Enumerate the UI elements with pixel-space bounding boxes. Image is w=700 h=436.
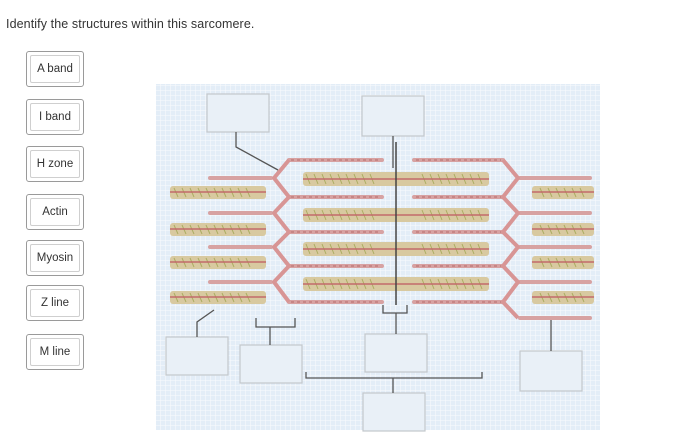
z-line-left — [272, 158, 291, 304]
drop-target-bottom-center[interactable] — [364, 333, 428, 373]
drop-target-bottom-left[interactable] — [165, 336, 229, 376]
leader-line — [305, 372, 483, 379]
label-chip-actin[interactable]: Actin — [26, 194, 84, 230]
drop-target-bottom-lowest[interactable] — [362, 392, 426, 432]
leader-line — [196, 309, 215, 337]
label-chip-m-line[interactable]: M line — [26, 334, 84, 370]
drop-target-top-center[interactable] — [361, 95, 425, 137]
question-prompt: Identify the structures within this sarc… — [6, 17, 255, 31]
label-chip-i-band[interactable]: I band — [26, 99, 84, 135]
z-lines — [272, 158, 520, 320]
label-chip-text: A band — [30, 55, 80, 83]
label-chip-text: I band — [30, 103, 80, 131]
drop-target-bottom-second[interactable] — [239, 344, 303, 384]
label-chip-text: Myosin — [30, 244, 80, 272]
drop-targets — [165, 93, 583, 432]
leader-lines — [196, 132, 552, 393]
label-chip-h-zone[interactable]: H zone — [26, 146, 84, 182]
leader-line — [255, 318, 296, 328]
label-chip-myosin[interactable]: Myosin — [26, 240, 84, 276]
label-chip-text: M line — [30, 338, 80, 366]
drop-target-top-left[interactable] — [206, 93, 270, 133]
label-chip-text: Z line — [30, 289, 80, 317]
z-line-right — [501, 158, 520, 320]
drop-target-bottom-right[interactable] — [519, 350, 583, 392]
actin-texture — [291, 159, 501, 303]
leader-line — [235, 132, 279, 171]
leader-line — [382, 305, 408, 314]
label-chip-text: Actin — [30, 198, 80, 226]
label-chip-a-band[interactable]: A band — [26, 51, 84, 87]
label-chip-text: H zone — [30, 150, 80, 178]
label-chip-z-line[interactable]: Z line — [26, 285, 84, 321]
